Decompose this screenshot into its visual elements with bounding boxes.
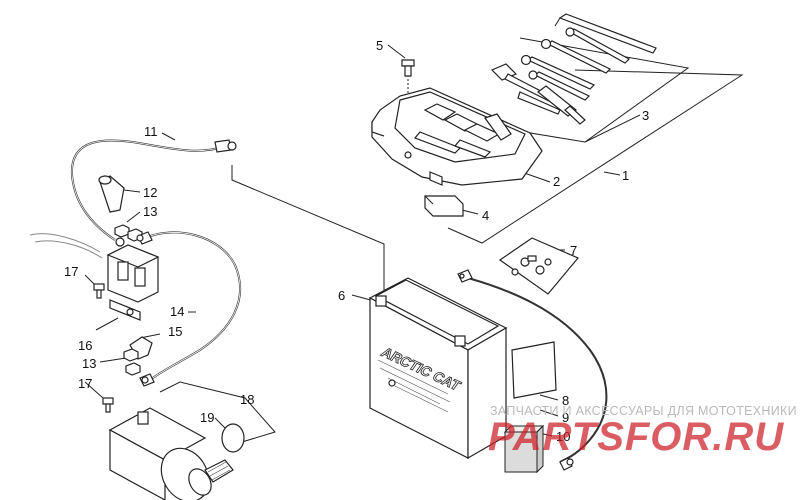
bolt-17-upper	[93, 283, 105, 299]
o-ring	[221, 423, 245, 453]
label-7: 7	[570, 243, 577, 258]
hardware-kit	[498, 237, 579, 295]
label-14: 14	[170, 304, 184, 319]
label-6: 6	[338, 288, 345, 303]
callout-numbers: 1 2 3 4 5 6 7 8 9 10 11 12 13 14 15 16 1…	[64, 38, 649, 444]
label-17-upper: 17	[64, 264, 78, 279]
label-13-upper: 13	[143, 204, 157, 219]
starter-solenoid	[29, 233, 160, 321]
label-4: 4	[482, 208, 489, 223]
leader-lines	[84, 37, 744, 446]
bolt-17-lower	[102, 397, 114, 413]
label-19: 19	[200, 410, 214, 425]
label-10: 10	[556, 429, 570, 444]
label-15: 15	[168, 324, 182, 339]
tool-kit	[490, 13, 657, 125]
watermark-tagline: ЗАПЧАСТИ И АКСЕССУАРЫ ДЛЯ МОТОТЕХНИКИ	[490, 404, 797, 418]
label-16: 16	[78, 338, 92, 353]
cable-11	[70, 139, 237, 241]
pad	[424, 195, 464, 217]
label-9: 9	[562, 410, 569, 425]
battery: ARCTIC CAT	[368, 277, 508, 460]
label-3: 3	[642, 108, 649, 123]
label-11: 11	[144, 124, 158, 139]
label-17-lower: 17	[78, 376, 92, 391]
nuts-lower	[123, 348, 141, 376]
cable-14	[136, 231, 241, 387]
battery-label	[511, 341, 557, 399]
label-5: 5	[376, 38, 383, 53]
label-18: 18	[240, 392, 254, 407]
label-1: 1	[622, 168, 629, 183]
label-13-lower: 13	[82, 356, 96, 371]
label-2: 2	[553, 174, 560, 189]
tool-tray	[371, 87, 543, 186]
watermark-logo: PARTSFOR.RU	[488, 415, 785, 459]
starter-motor	[108, 407, 234, 500]
screw-5	[401, 59, 415, 77]
foam-block	[503, 424, 545, 474]
positive-battery-cable	[457, 269, 608, 471]
label-8: 8	[562, 393, 569, 408]
label-12: 12	[143, 185, 157, 200]
